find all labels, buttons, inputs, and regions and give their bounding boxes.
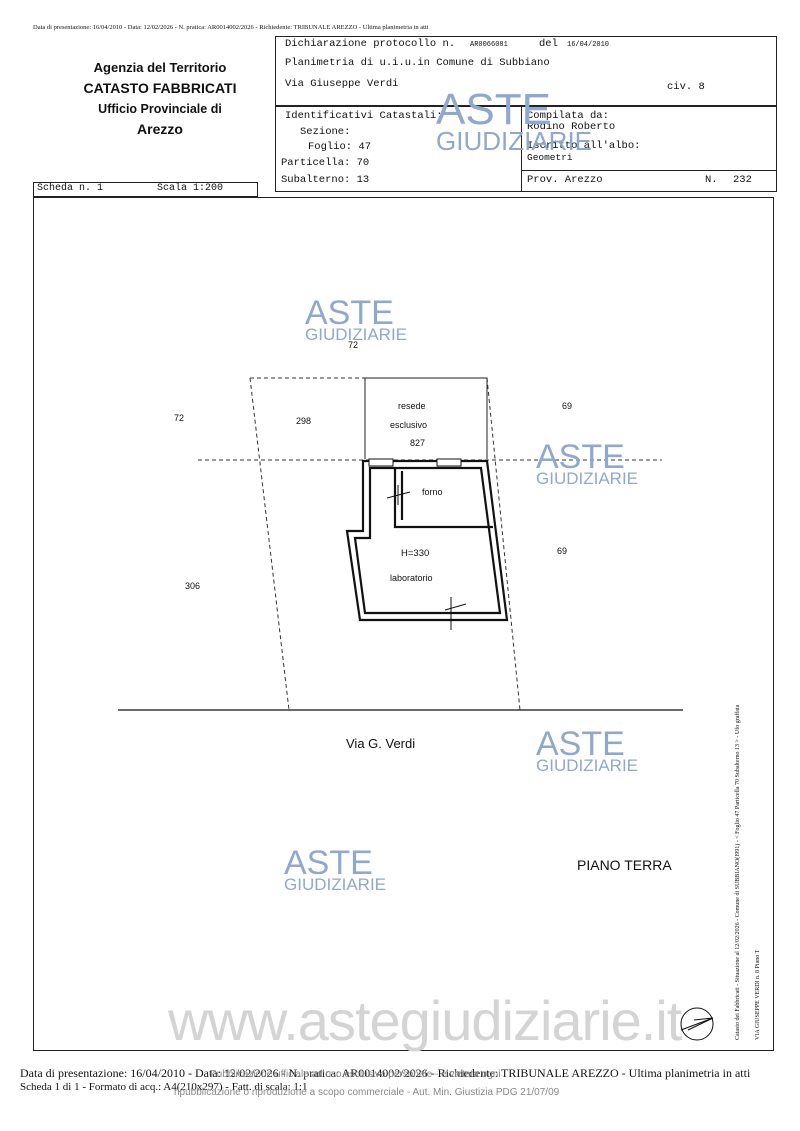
date-label: del <box>539 38 558 50</box>
parcel-69-top: 69 <box>562 401 573 411</box>
parcel-298: 298 <box>296 416 312 426</box>
ident-divider <box>521 106 522 192</box>
subalterno-value: Subalterno: 13 <box>281 174 370 186</box>
protocol-number: AR0066081 <box>470 41 508 49</box>
parcel-69-right: 69 <box>557 546 568 556</box>
province: Prov. Arezzo <box>527 174 603 186</box>
watermark-big: ASTE <box>305 294 394 332</box>
civic-number: civ. 8 <box>667 81 705 93</box>
parcel-boundaries <box>198 377 662 711</box>
street-name: Via G. Verdi <box>346 736 416 751</box>
resede-number: 827 <box>410 438 426 448</box>
agency-name: Agenzia del Territorio <box>93 60 227 75</box>
ufficio-city: Arezzo <box>137 121 183 137</box>
parcel-306: 306 <box>185 581 201 591</box>
boundary-left <box>249 377 290 711</box>
watermark-small: GIUDIZIARIE <box>284 875 387 894</box>
scale-label: Scala 1:200 <box>157 183 224 194</box>
foglio-value: Foglio: 47 <box>308 141 372 153</box>
footer-overlay-notice-1: Pubblicazione ufficiale ad uso esclusivo… <box>210 1069 501 1080</box>
compiled-name: Rodino Roberto <box>527 121 616 133</box>
address: Via Giuseppe Verdi <box>285 78 399 90</box>
watermark-small: GIUDIZIARIE <box>536 756 639 775</box>
resede-court <box>364 377 488 459</box>
watermark-url: www.astegiudiziarie.it <box>168 989 682 1052</box>
scheda-label: Scheda n. 1 <box>37 183 104 194</box>
watermark-4: ASTE GIUDIZIARIE <box>284 846 386 893</box>
watermark-big: ASTE <box>536 438 625 476</box>
parcel-72-top: 72 <box>348 340 359 350</box>
watermark-small: GIUDIZIARIE <box>536 469 639 488</box>
drawing-frame <box>33 197 774 1051</box>
laboratorio-label: laboratorio <box>390 573 433 583</box>
door-marks <box>386 485 467 630</box>
watermark-big: ASTE <box>536 725 625 763</box>
ident-title: Identificativi Catastali: <box>285 110 443 122</box>
esclusivo-label: esclusivo <box>390 420 428 430</box>
n-value: 232 <box>733 174 752 186</box>
parcel-72-left: 72 <box>174 413 185 423</box>
height-label: H=330 <box>401 548 430 559</box>
footer-presentation-line: Data di presentazione: 16/04/2010 - Data… <box>20 1066 751 1080</box>
footer-overlay-notice-2: ripubblicazione o riproduzione a scopo c… <box>174 1087 560 1098</box>
n-label: N. <box>705 174 718 186</box>
albo-value: Geometri <box>527 152 573 163</box>
protocol-label: Dichiarazione protocollo n. <box>285 38 456 50</box>
floor-label: PIANO TERRA <box>577 857 672 873</box>
side-text-address: VIA GIUSEPPE VERDI n. 8 Piano T <box>755 949 761 1040</box>
wall-openings <box>368 458 462 467</box>
albo-label: Iscritto all'albo: <box>527 140 641 152</box>
particella-value: Particella: 70 <box>281 157 370 169</box>
compiled-label: Compilata da: <box>527 110 609 122</box>
protocol-box <box>275 36 777 106</box>
watermark-small: GIUDIZIARIE <box>436 126 593 156</box>
watermark-3: ASTE GIUDIZIARIE <box>536 727 638 774</box>
plan-description: Planimetria di u.i.u.in Comune di Subbia… <box>285 57 550 69</box>
presentation-header-line: Data di presentazione: 16/04/2010 - Data… <box>33 24 429 31</box>
watermark-1: ASTE GIUDIZIARIE <box>305 296 407 343</box>
scheda-box <box>33 182 258 197</box>
ident-box <box>275 106 777 192</box>
prov-separator <box>522 170 776 171</box>
watermark-small: GIUDIZIARIE <box>305 325 408 344</box>
building-walls <box>345 459 509 622</box>
side-text-situation: Catasto dei Fabbricati - Situazione al 1… <box>735 704 741 1040</box>
ufficio-label: Ufficio Provinciale di <box>98 102 222 116</box>
sezione-label: Sezione: <box>300 126 351 138</box>
date-value: 16/04/2010 <box>567 41 610 49</box>
north-arrow-icon <box>680 1007 714 1041</box>
watermark-big: ASTE <box>284 844 373 882</box>
watermark-2: ASTE GIUDIZIARIE <box>536 440 638 487</box>
catasto-title: CATASTO FABBRICATI <box>83 80 237 96</box>
resede-label: resede <box>398 401 426 411</box>
watermark-header: ASTE GIUDIZIARIE <box>436 85 593 156</box>
watermark-big: ASTE <box>436 85 551 134</box>
footer-scheda-line: Scheda 1 di 1 - Formato di acq.: A4(210x… <box>20 1081 308 1093</box>
forno-label: forno <box>422 487 443 497</box>
